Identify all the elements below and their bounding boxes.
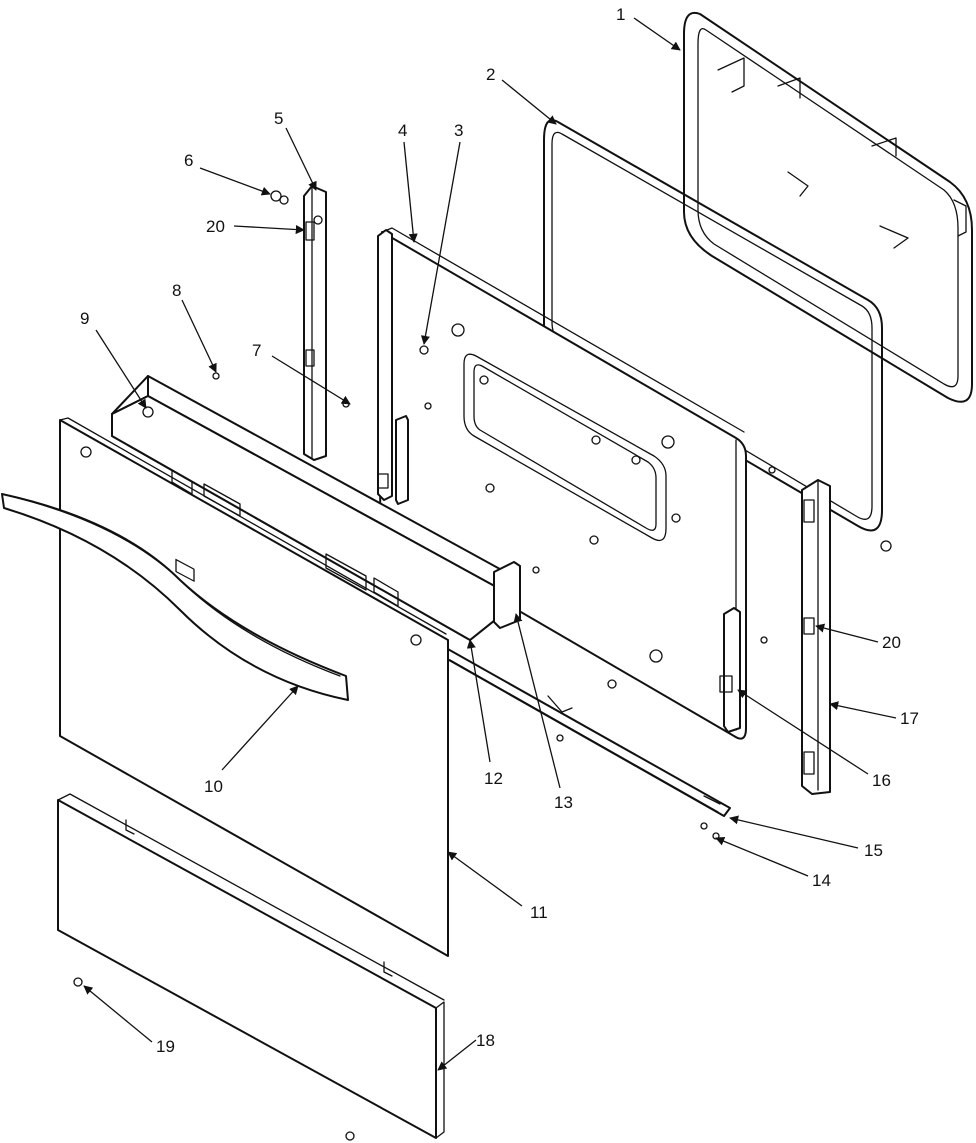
callout-9: 9 [80,309,89,328]
callout-15: 15 [864,841,883,860]
callout-11: 11 [530,903,548,922]
callout-7: 7 [252,341,261,360]
callout-12: 12 [484,769,503,788]
side-bracket-part-16 [719,607,741,733]
callout-16: 16 [872,771,891,790]
door-gasket-part-2 [543,119,883,532]
fasteners [73,190,892,1141]
leader-lines [83,17,897,1071]
callout-14: 14 [812,871,831,890]
callout-20-left: 20 [206,217,225,236]
outer-door-panel-part-11 [59,417,449,957]
callout-8: 8 [172,281,181,300]
callout-3: 3 [454,121,463,140]
callout-10: 10 [204,777,223,796]
callout-labels: 1 2 3 4 5 6 7 8 9 10 11 12 13 14 15 16 1… [80,5,919,1056]
control-trim-part-12 [111,375,521,641]
right-hinge-bracket-part-17 [801,479,831,795]
callout-17: 17 [900,709,919,728]
callout-4: 4 [398,121,407,140]
left-hinge-bracket-part-5 [303,185,327,461]
callout-18: 18 [476,1031,495,1050]
inner-bracket-part-7 [377,229,409,505]
callout-2: 2 [486,65,495,84]
callout-1: 1 [616,5,625,24]
callout-6: 6 [184,151,193,170]
callout-20-right: 20 [882,633,901,652]
door-handle-part-10 [1,493,349,701]
callout-19: 19 [156,1037,175,1056]
back-frame-part-1 [683,12,973,403]
callout-13: 13 [554,793,573,812]
callout-5: 5 [274,109,283,128]
